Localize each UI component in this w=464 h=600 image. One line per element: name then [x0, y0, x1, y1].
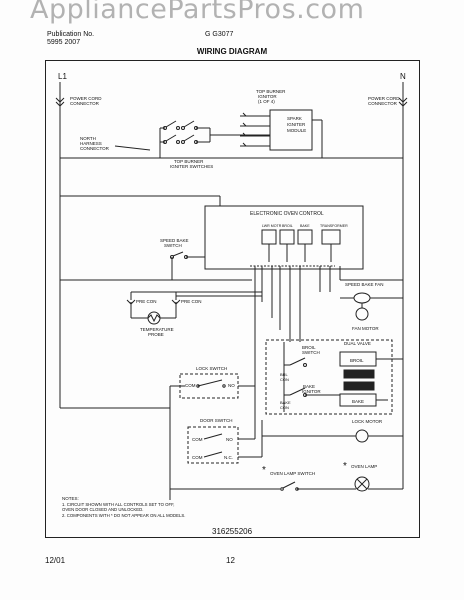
eoc-label: ELECTRONIC OVEN CONTROL	[250, 211, 324, 217]
dual-valve-label: DUAL VALVE	[344, 341, 371, 346]
bake-con-l1: BAKE	[280, 400, 291, 405]
broil-switch	[283, 342, 307, 412]
lamp-switch-star: *	[262, 465, 266, 476]
lamp-star: *	[343, 461, 347, 472]
watermark: AppliancePartsPros.com	[30, 0, 365, 25]
power-cord-right-l2: CONNECTOR	[368, 101, 398, 106]
publication-label: Publication No.	[47, 31, 95, 38]
notes-line-2: 2. COMPONENTS WITH * DO NOT APPEAR ON AL…	[62, 513, 185, 518]
dual-valve	[339, 351, 403, 407]
oven-lamp-label: OVEN LAMP	[351, 464, 377, 469]
relay-label-1: LWR MOTR	[262, 224, 282, 228]
part-number: 316255206	[212, 527, 253, 536]
temperature-probe	[131, 311, 176, 325]
lock-switch-label: LOCK SWITCH	[196, 366, 227, 371]
oven-lamp-circuit	[170, 476, 404, 492]
relay-label-2: BROIL	[282, 224, 293, 228]
top-burner-ignitors	[240, 112, 270, 147]
speed-bake-switch	[170, 251, 252, 281]
n-label: N	[400, 72, 406, 81]
door-switch-contacts	[203, 360, 263, 458]
bake-ignitor-l1: BAKE	[303, 384, 315, 389]
temp-probe-l2: PROBE	[148, 332, 164, 337]
speed-bake-switch-l2: SWITCH	[164, 243, 182, 248]
spark-module-l1: SPARK	[287, 116, 302, 121]
lock-switch-com: COM	[185, 383, 196, 388]
oven-lamp-switch-label: OVEN LAMP SWITCH	[270, 471, 315, 476]
broil-switch-l1: BROIL	[302, 345, 316, 350]
bake-ignitor	[284, 387, 340, 397]
lock-switch-contacts	[169, 379, 255, 500]
notes-heading: NOTES:	[62, 496, 79, 501]
notes-line-1: 1. CIRCUIT SHOWN WITH ALL CONTROLS SET T…	[62, 502, 174, 507]
electronic-oven-control	[204, 205, 364, 270]
pre-con-1-label: PRE CON	[136, 299, 157, 304]
power-cord-left-l1: POWER CORD	[70, 96, 102, 101]
pre-con-connectors	[126, 291, 262, 318]
power-cord-right-l1: POWER CORD	[368, 96, 400, 101]
model-label: G G3077	[205, 31, 234, 38]
lock-switch-no: NO	[228, 383, 235, 388]
spark-module	[269, 109, 313, 151]
door-switch-com-1: COM	[192, 437, 203, 442]
door-switch-nc: N.C.	[224, 455, 233, 460]
speed-bake-fan-label: SPEED BAKE FAN	[345, 282, 384, 287]
footer-date: 12/01	[45, 556, 66, 565]
fan-motor-label: FAN MOTOR	[352, 326, 379, 331]
diagram-title: WIRING DIAGRAM	[196, 47, 268, 56]
fan-motor	[340, 292, 403, 321]
ignitor-label-1: TOP BURNER	[256, 89, 286, 94]
notes-line-1b: OVEN DOOR CLOSED AND UNLOCKED.	[62, 507, 143, 512]
ignitor-label-2: IGNITOR	[258, 94, 277, 99]
top-burner-switches	[159, 120, 270, 158]
ignitor-label-3: (1 OF 4)	[258, 99, 275, 104]
spark-module-l3: MODULE	[287, 128, 306, 133]
broil-switch-l2: SWITCH	[302, 350, 320, 355]
spark-module-l2: IGNITER	[287, 122, 306, 127]
valve-assembly	[265, 339, 393, 415]
burner-switches-l2: IGNITER SWITCHES	[170, 164, 213, 169]
door-switch-label: DOOR SWITCH	[200, 418, 233, 423]
temp-probe-l1: TEMPERATURE	[140, 327, 174, 332]
door-switch	[187, 426, 239, 464]
lock-motor-label: LOCK MOTOR	[352, 419, 383, 424]
harness-l3: CONNECTOR	[80, 146, 110, 151]
bake-ignitor-l2: IGNITOR	[302, 389, 321, 394]
pre-con-2-label: PRE CON	[181, 299, 202, 304]
broil-con-l2: CON	[280, 377, 289, 382]
power-cord-left-l2: CONNECTOR	[70, 101, 100, 106]
diagram-frame	[45, 60, 420, 538]
power-cord-connector-right: POWER CORD CONNECTOR	[368, 96, 408, 107]
harness-l2: HARNESS	[80, 141, 102, 146]
eoc-relays	[261, 229, 341, 262]
lock-motor	[262, 429, 403, 443]
broil-valve-label: BROIL	[350, 358, 364, 363]
harness-leader	[114, 145, 151, 151]
bake-con-l2: CON	[280, 405, 289, 410]
door-switch-no: NO	[226, 437, 233, 442]
burner-switches-l1: TOP BURNER	[174, 159, 204, 164]
relay-label-4: TRANSFORMER	[320, 224, 348, 228]
footer-page: 12	[226, 556, 235, 565]
power-cord-connector-left: POWER CORD CONNECTOR	[55, 96, 102, 107]
publication-number: 5995 2007	[47, 39, 81, 46]
l1-label: L1	[58, 72, 67, 81]
bake-valve-label: BAKE	[352, 399, 364, 404]
eoc-output-wires	[60, 195, 403, 360]
broil-con-l1: BRL	[280, 372, 289, 377]
relay-label-3: BAKE	[300, 224, 310, 228]
speed-bake-switch-l1: SPEED BAKE	[160, 238, 189, 243]
l1-branches	[60, 279, 172, 409]
harness-l1: NORTH	[80, 136, 96, 141]
door-switch-com-2: COM	[192, 455, 203, 460]
